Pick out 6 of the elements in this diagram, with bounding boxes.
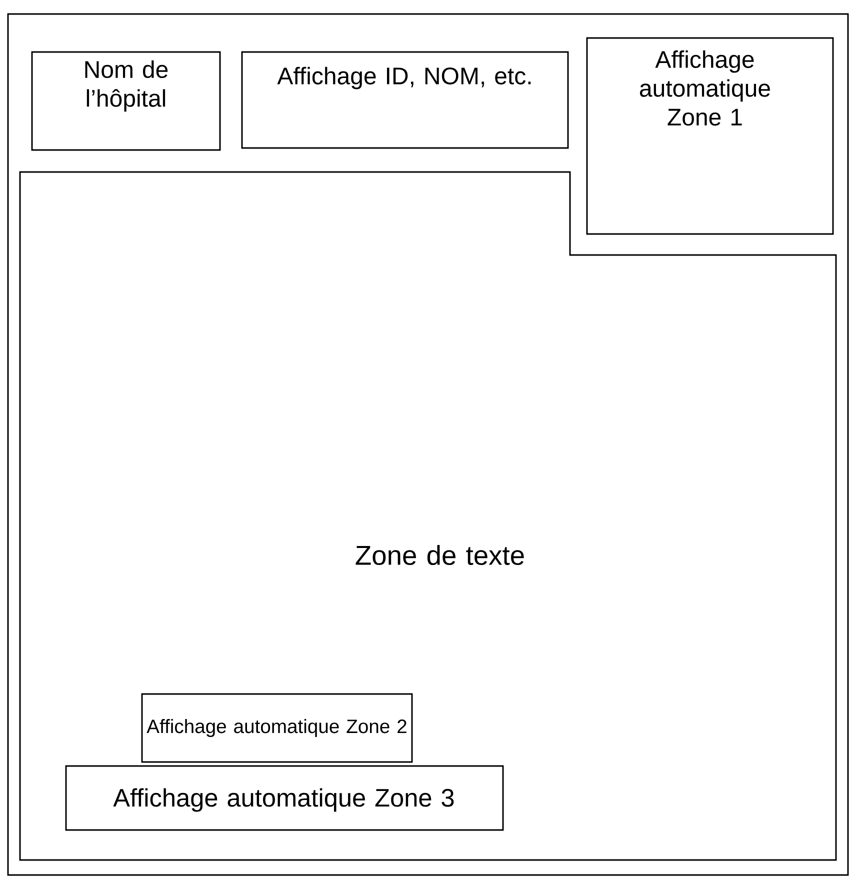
display-box: Affichage automatique Zone 1 xyxy=(586,37,834,235)
display-box: Nom de l’hôpital xyxy=(31,51,221,151)
display-box: Affichage ID, NOM, etc. xyxy=(241,51,569,149)
display-box: Affichage automatique Zone 2 xyxy=(141,693,413,763)
frame xyxy=(7,13,849,876)
display-box: Affichage automatique Zone 3 xyxy=(65,765,504,831)
